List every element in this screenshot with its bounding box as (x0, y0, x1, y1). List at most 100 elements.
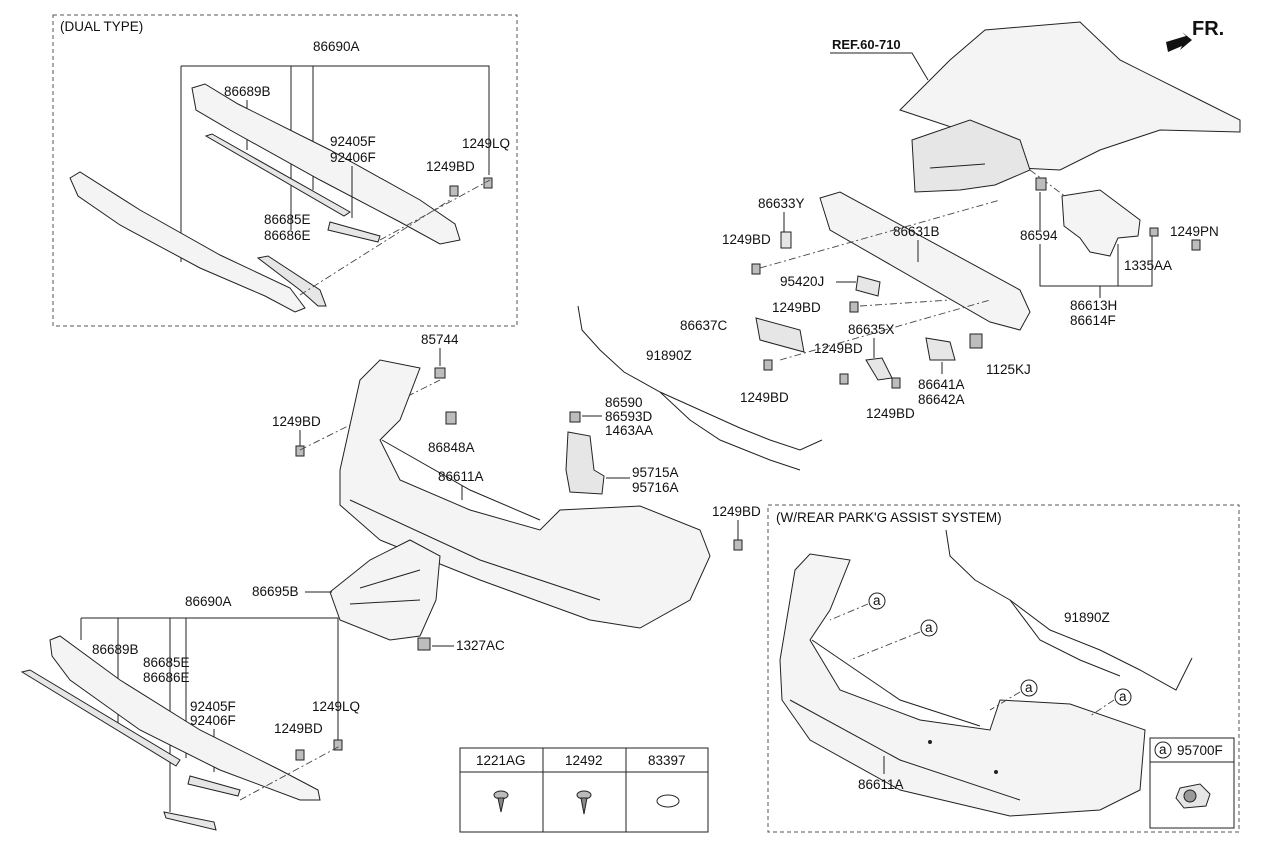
label-86611A-park[interactable]: 86611A (858, 777, 904, 792)
label-91890Z[interactable]: 91890Z (646, 348, 692, 363)
part-86637C[interactable] (755, 317, 805, 353)
label-86695B[interactable]: 86695B (252, 584, 299, 599)
bolt-1125KJ[interactable] (969, 333, 983, 349)
label-86690A-top[interactable]: 86690A (313, 39, 360, 54)
label-95700F[interactable]: 95700F (1177, 743, 1223, 758)
part-lower-diffuser[interactable] (69, 171, 306, 313)
label-86689B-bottom[interactable]: 86689B (92, 642, 139, 657)
label-86686E-bottom[interactable]: 86686E (143, 670, 190, 685)
part-86641A[interactable] (925, 337, 956, 361)
label-86685E-top[interactable]: 86685E (264, 212, 311, 227)
bolt-1249LQ-bottom[interactable] (333, 739, 343, 751)
sensor-hole-1 (928, 740, 932, 744)
bolt-1249PN[interactable] (1191, 239, 1201, 251)
screw-icon-1221AG (493, 790, 509, 813)
bolt-1249BD-g[interactable] (733, 539, 743, 551)
part-86590[interactable] (569, 411, 581, 423)
label-92405F-bottom[interactable]: 92405F (190, 699, 236, 714)
bolt-1249BD-f[interactable] (295, 445, 305, 457)
label-1249BD-top[interactable]: 1249BD (426, 159, 475, 174)
label-86590[interactable]: 86590 (605, 395, 643, 410)
under-cover-ribs (349, 569, 421, 605)
part-garnish-upper[interactable] (191, 83, 461, 245)
part-lower-strip-bottom[interactable] (163, 811, 217, 831)
part-lower-strip[interactable] (256, 255, 327, 307)
label-1249LQ-bottom[interactable]: 1249LQ (312, 699, 360, 714)
label-1463AA[interactable]: 1463AA (605, 423, 653, 438)
callout-a-2[interactable] (920, 619, 938, 637)
label-1125KJ[interactable]: 1125KJ (986, 362, 1031, 377)
label-1327AC[interactable]: 1327AC (456, 638, 505, 653)
part-86594[interactable] (1035, 177, 1047, 191)
label-86635X[interactable]: 86635X (848, 322, 895, 337)
part-95715A-bracket[interactable] (565, 431, 605, 495)
bolt-1249BD-top[interactable] (449, 185, 459, 197)
part-lower-reflector[interactable] (187, 775, 241, 797)
bolt-1249BD-c[interactable] (839, 373, 849, 385)
label-86611A[interactable]: 86611A (438, 469, 484, 484)
part-lower-garnish[interactable] (49, 635, 321, 801)
part-bumper-beam[interactable] (819, 191, 1031, 331)
part-95420J[interactable] (855, 275, 881, 297)
label-86686E-top[interactable]: 86686E (264, 228, 311, 243)
label-86690A-bottom[interactable]: 86690A (185, 594, 232, 609)
label-1249BD-d[interactable]: 1249BD (740, 390, 789, 405)
part-86635X[interactable] (865, 357, 893, 381)
nut-1327AC[interactable] (417, 637, 431, 651)
ref-label[interactable]: REF.60-710 (832, 37, 901, 52)
part-86848A[interactable] (445, 411, 457, 425)
part-85744[interactable] (434, 367, 446, 379)
bolt-1249BD-bottom[interactable] (295, 749, 305, 761)
label-86685E-bottom[interactable]: 86685E (143, 655, 190, 670)
part-rear-panel-lower[interactable] (911, 119, 1031, 193)
part-1335AA[interactable] (1149, 227, 1159, 237)
label-1249BD-a[interactable]: 1249BD (722, 232, 771, 247)
label-95716A[interactable]: 95716A (632, 480, 679, 495)
label-1249BD-c[interactable]: 1249BD (814, 341, 863, 356)
label-92406F-top[interactable]: 92406F (330, 150, 376, 165)
part-reflector-trim[interactable] (327, 221, 381, 243)
part-side-stay[interactable] (1061, 189, 1141, 257)
label-86689B-top[interactable]: 86689B (224, 84, 271, 99)
callout-a-4[interactable] (1114, 688, 1132, 706)
label-86631B[interactable]: 86631B (893, 224, 940, 239)
callout-a-key (1154, 741, 1172, 759)
part-wiring-harness[interactable] (577, 305, 823, 451)
label-1335AA[interactable]: 1335AA (1124, 258, 1172, 273)
label-86642A[interactable]: 86642A (918, 392, 965, 407)
label-86641A[interactable]: 86641A (918, 377, 965, 392)
part-moulding-strip[interactable] (204, 133, 351, 217)
part-under-cover[interactable] (329, 539, 441, 641)
label-95420J[interactable]: 95420J (780, 274, 824, 289)
bolt-1249BD-b[interactable] (849, 301, 859, 313)
label-1249BD-bottom[interactable]: 1249BD (274, 721, 323, 736)
label-1249LQ-top[interactable]: 1249LQ (462, 136, 510, 151)
part-86633Y[interactable] (780, 231, 792, 249)
label-91890Z-park[interactable]: 91890Z (1064, 610, 1110, 625)
label-86848A[interactable]: 86848A (428, 440, 475, 455)
label-92406F-bottom[interactable]: 92406F (190, 713, 236, 728)
label-86594[interactable]: 86594 (1020, 228, 1058, 243)
label-86633Y[interactable]: 86633Y (758, 196, 805, 211)
label-95715A[interactable]: 95715A (632, 465, 679, 480)
part-wiring-harness-park[interactable] (945, 529, 1193, 691)
label-86613H[interactable]: 86613H (1070, 298, 1117, 313)
label-1249BD-e[interactable]: 1249BD (866, 406, 915, 421)
callout-a-1[interactable] (868, 592, 886, 610)
label-86593D[interactable]: 86593D (605, 409, 653, 424)
label-1249PN[interactable]: 1249PN (1170, 224, 1219, 239)
bolt-1249BD-e[interactable] (891, 377, 901, 389)
label-1249BD-f[interactable]: 1249BD (272, 414, 321, 429)
bolt-1249BD-d[interactable] (763, 359, 773, 371)
part-lower-moulding[interactable] (20, 669, 181, 767)
label-86614F[interactable]: 86614F (1070, 313, 1116, 328)
part-bumper-cover-park[interactable] (779, 553, 1146, 817)
bolt-1249BD-a[interactable] (751, 263, 761, 275)
label-1249BD-g[interactable]: 1249BD (712, 504, 761, 519)
callout-a-3[interactable] (1020, 679, 1038, 697)
label-92405F-top[interactable]: 92405F (330, 134, 376, 149)
label-86637C[interactable]: 86637C (680, 318, 728, 333)
bolt-1249LQ-top[interactable] (483, 177, 493, 189)
label-85744[interactable]: 85744 (421, 332, 459, 347)
label-1249BD-b[interactable]: 1249BD (772, 300, 821, 315)
